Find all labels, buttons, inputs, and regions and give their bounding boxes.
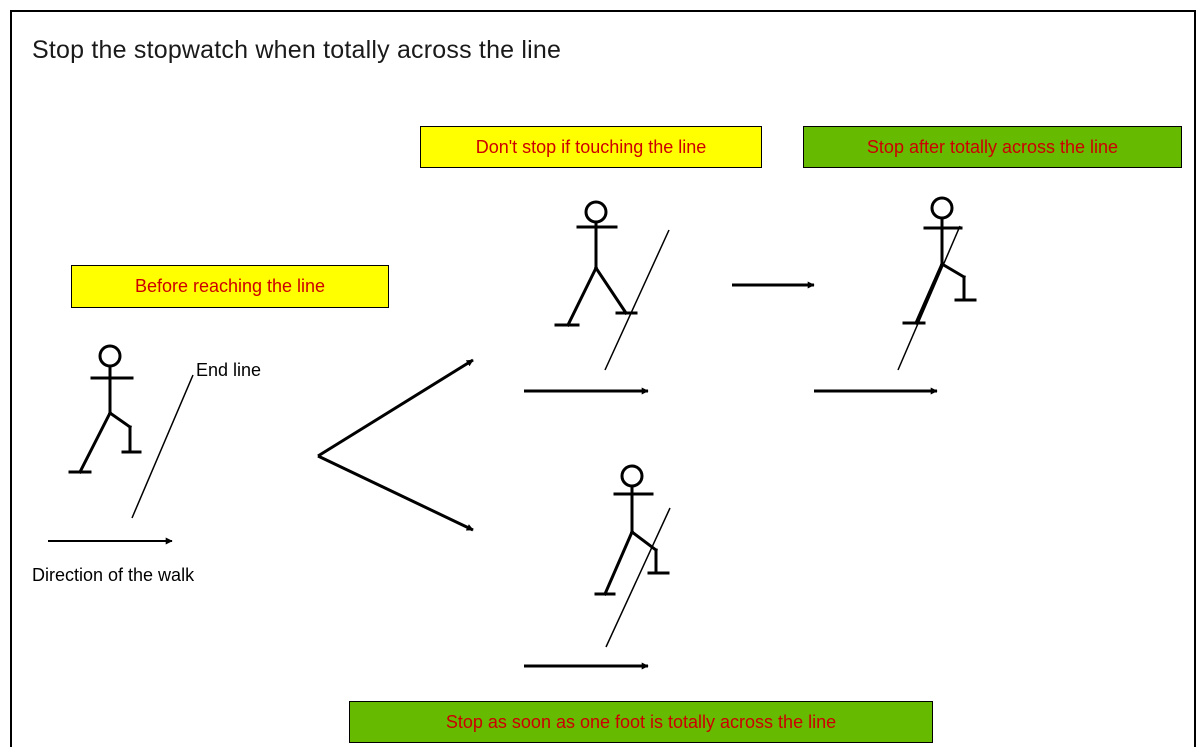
branch-arrow-down [317,454,474,532]
stick-figure-one-foot [594,464,670,596]
end-line [604,229,670,371]
stick-figure-before [68,344,142,475]
label-dont-stop: Don't stop if touching the line [420,126,762,168]
label-stop-after: Stop after totally across the line [803,126,1182,168]
end-line [897,225,961,371]
diagram-title: Stop the stopwatch when totally across t… [32,36,562,64]
end-line-label: End line [196,360,262,380]
label-before-reaching: Before reaching the line [71,265,389,308]
label-stop-as-soon: Stop as soon as one foot is totally acro… [349,701,933,743]
stick-figure-touching [554,200,638,328]
branch-arrow-up [317,358,474,458]
stick-figure-across [902,196,977,325]
end-line [131,374,194,519]
direction-label: Direction of the walk [32,565,195,585]
end-line [605,507,671,648]
